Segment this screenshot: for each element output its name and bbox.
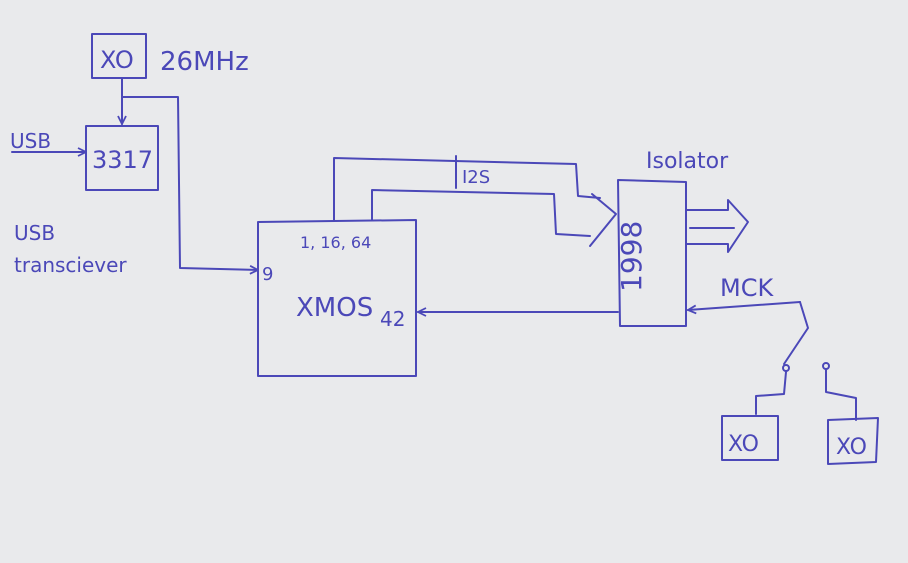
mck-input-arrow bbox=[688, 301, 801, 310]
xmos-name: XMOS bbox=[296, 293, 373, 323]
usb-caption-line1: USB bbox=[14, 221, 55, 245]
usb-transceiver-block: 3317 bbox=[85, 125, 159, 191]
frequency-label: 26MHz bbox=[160, 47, 249, 77]
usb-input-label: USB bbox=[10, 129, 51, 153]
usb-caption-line2: transciever bbox=[14, 253, 127, 277]
xo-top-box bbox=[91, 33, 147, 79]
switch-to-xo-right bbox=[825, 369, 857, 421]
xo-bottom-left-block: XO bbox=[721, 415, 779, 461]
xmos-pin-9: 9 bbox=[262, 264, 273, 285]
i2s-line-2 bbox=[371, 189, 591, 237]
xmos-block: 1, 16, 64 XMOS 9 42 bbox=[257, 219, 417, 377]
i2s-label: I2S bbox=[462, 167, 490, 188]
xo-bottom-left-label: XO bbox=[728, 432, 759, 457]
switch-contact-left bbox=[782, 364, 790, 372]
switch-to-xo-left bbox=[755, 371, 787, 415]
xo-top-label: XO bbox=[100, 46, 134, 74]
xo-bottom-right-block: XO bbox=[827, 417, 879, 465]
xo-bottom-right-box bbox=[827, 417, 879, 465]
chip-3317-label: 3317 bbox=[92, 146, 153, 174]
xo-bottom-left-box bbox=[721, 415, 779, 461]
isolator-box bbox=[617, 179, 687, 327]
clock-to-xmos-line bbox=[121, 96, 258, 270]
isolator-block: Isolator 1998 bbox=[615, 149, 749, 327]
isolator-output-arrow bbox=[685, 199, 749, 253]
chip-3317-box bbox=[85, 125, 159, 191]
i2s-bus: I2S bbox=[333, 155, 617, 247]
xo-top-block: XO bbox=[91, 33, 147, 79]
switch-arm bbox=[783, 301, 809, 365]
xmos-pin-42: 42 bbox=[380, 307, 405, 331]
xmos-pin-numbers: 1, 16, 64 bbox=[300, 233, 371, 252]
mck-label: MCK bbox=[720, 274, 774, 302]
isolator-title: Isolator bbox=[646, 149, 729, 174]
xmos-box bbox=[257, 219, 417, 377]
xo-bottom-right-label: XO bbox=[836, 435, 867, 460]
isolator-part-number: 1998 bbox=[615, 221, 648, 292]
isolator-input-chevron bbox=[589, 193, 617, 247]
i2s-line-1 bbox=[333, 157, 601, 221]
switch-contact-right bbox=[822, 362, 830, 370]
